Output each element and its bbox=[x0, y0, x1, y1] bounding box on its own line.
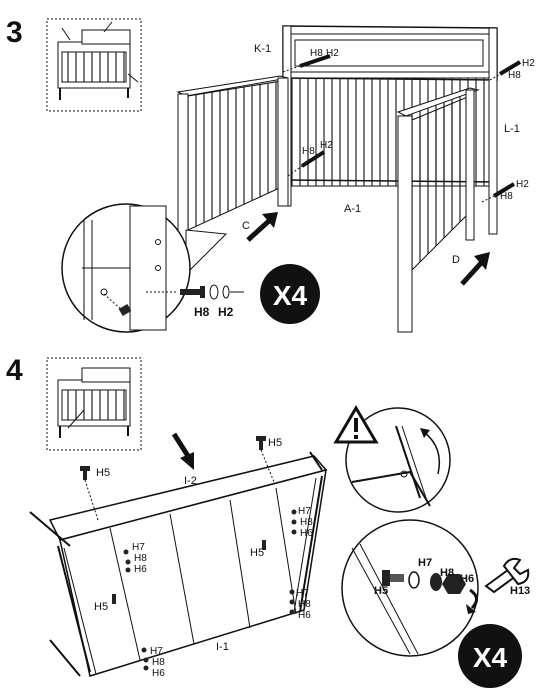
step-4-thumbnail bbox=[46, 357, 142, 451]
warning-icon bbox=[333, 405, 379, 444]
label-h7-a: H7 bbox=[132, 542, 145, 553]
label-h7-d: H7 bbox=[150, 646, 163, 657]
label-h8-top: H8 bbox=[310, 48, 323, 59]
label-a1: A-1 bbox=[344, 203, 361, 215]
label-h2-top: H2 bbox=[326, 48, 339, 59]
label-h8-d: H8 bbox=[152, 657, 165, 668]
hardware-cluster-d bbox=[141, 647, 149, 671]
label-l1: L-1 bbox=[504, 123, 520, 135]
label-h8-left: H8 bbox=[302, 146, 315, 157]
step-4-multiplier: X4 bbox=[473, 642, 508, 673]
wrench-icon bbox=[484, 557, 530, 594]
screw-h8h2-right-top bbox=[489, 60, 522, 81]
label-h5-left-lower: H5 bbox=[94, 601, 108, 613]
label-h6-d: H6 bbox=[152, 668, 165, 679]
label-h2-left: H2 bbox=[320, 140, 333, 151]
bolt-h5-left-lower bbox=[112, 594, 116, 604]
label-h5-mid: H5 bbox=[250, 547, 264, 559]
hardware-zoom-detail bbox=[341, 519, 479, 657]
label-h2-right-bottom: H2 bbox=[516, 179, 529, 190]
step-4-number: 4 bbox=[6, 354, 23, 387]
label-h6-b: H6 bbox=[300, 528, 313, 539]
label-h2-zoom: H2 bbox=[218, 305, 234, 319]
label-h8-zoom: H8 bbox=[194, 305, 210, 319]
label-h6-a: H6 bbox=[134, 564, 147, 575]
hardware-cluster-b bbox=[291, 509, 297, 535]
label-zoom-h6: H6 bbox=[460, 573, 474, 585]
step-3-multiplier-badge: X4 bbox=[260, 264, 320, 324]
label-h8-a: H8 bbox=[134, 553, 147, 564]
label-zoom-h13: H13 bbox=[510, 585, 530, 597]
step-4: 4 bbox=[6, 354, 530, 688]
label-i1: I-1 bbox=[216, 641, 229, 653]
label-zoom-h7: H7 bbox=[418, 557, 432, 569]
arrow-d bbox=[460, 252, 490, 286]
label-h8-right-top: H8 bbox=[508, 70, 521, 81]
bolt-h5-left-top bbox=[80, 466, 99, 521]
bolt-h5-top-right bbox=[256, 436, 275, 483]
label-h7-b: H7 bbox=[298, 506, 311, 517]
right-panel-l1 bbox=[396, 87, 480, 333]
label-zoom-h8: H8 bbox=[440, 567, 454, 579]
label-h7-c: H7 bbox=[296, 588, 309, 599]
label-h6-c: H6 bbox=[298, 610, 311, 621]
arrow-c bbox=[246, 212, 278, 242]
screw-h8h2-top bbox=[282, 54, 331, 73]
step-3-multiplier: X4 bbox=[273, 280, 308, 311]
hardware-cluster-c bbox=[289, 589, 295, 615]
screw-h8h2-right-bottom bbox=[481, 182, 516, 203]
hardware-cluster-a bbox=[123, 549, 131, 573]
label-k1: K-1 bbox=[254, 43, 271, 55]
label-h8-right-bottom: H8 bbox=[500, 191, 513, 202]
left-panel bbox=[176, 75, 289, 265]
step-3-thumbnail bbox=[46, 18, 142, 112]
step-3-number: 3 bbox=[6, 16, 23, 49]
label-h8-c: H8 bbox=[298, 599, 311, 610]
label-zoom-h5: H5 bbox=[374, 585, 388, 597]
label-h2-right-top: H2 bbox=[522, 58, 535, 69]
label-h5-left-top: H5 bbox=[96, 467, 110, 479]
label-h8-b: H8 bbox=[300, 517, 313, 528]
label-c: C bbox=[242, 220, 250, 232]
arrow-down-i2 bbox=[171, 432, 194, 470]
label-d: D bbox=[452, 254, 460, 266]
label-h5-top-right: H5 bbox=[268, 437, 282, 449]
screw-h8h2-left bbox=[287, 150, 326, 177]
bolt-h5-mid bbox=[262, 540, 266, 550]
step-3: 3 bbox=[6, 16, 535, 333]
step-4-multiplier-badge: X4 bbox=[458, 624, 522, 688]
label-i2: I-2 bbox=[184, 475, 197, 487]
step-3-zoom-detail bbox=[61, 203, 244, 333]
mattress-support-frame bbox=[29, 451, 328, 677]
